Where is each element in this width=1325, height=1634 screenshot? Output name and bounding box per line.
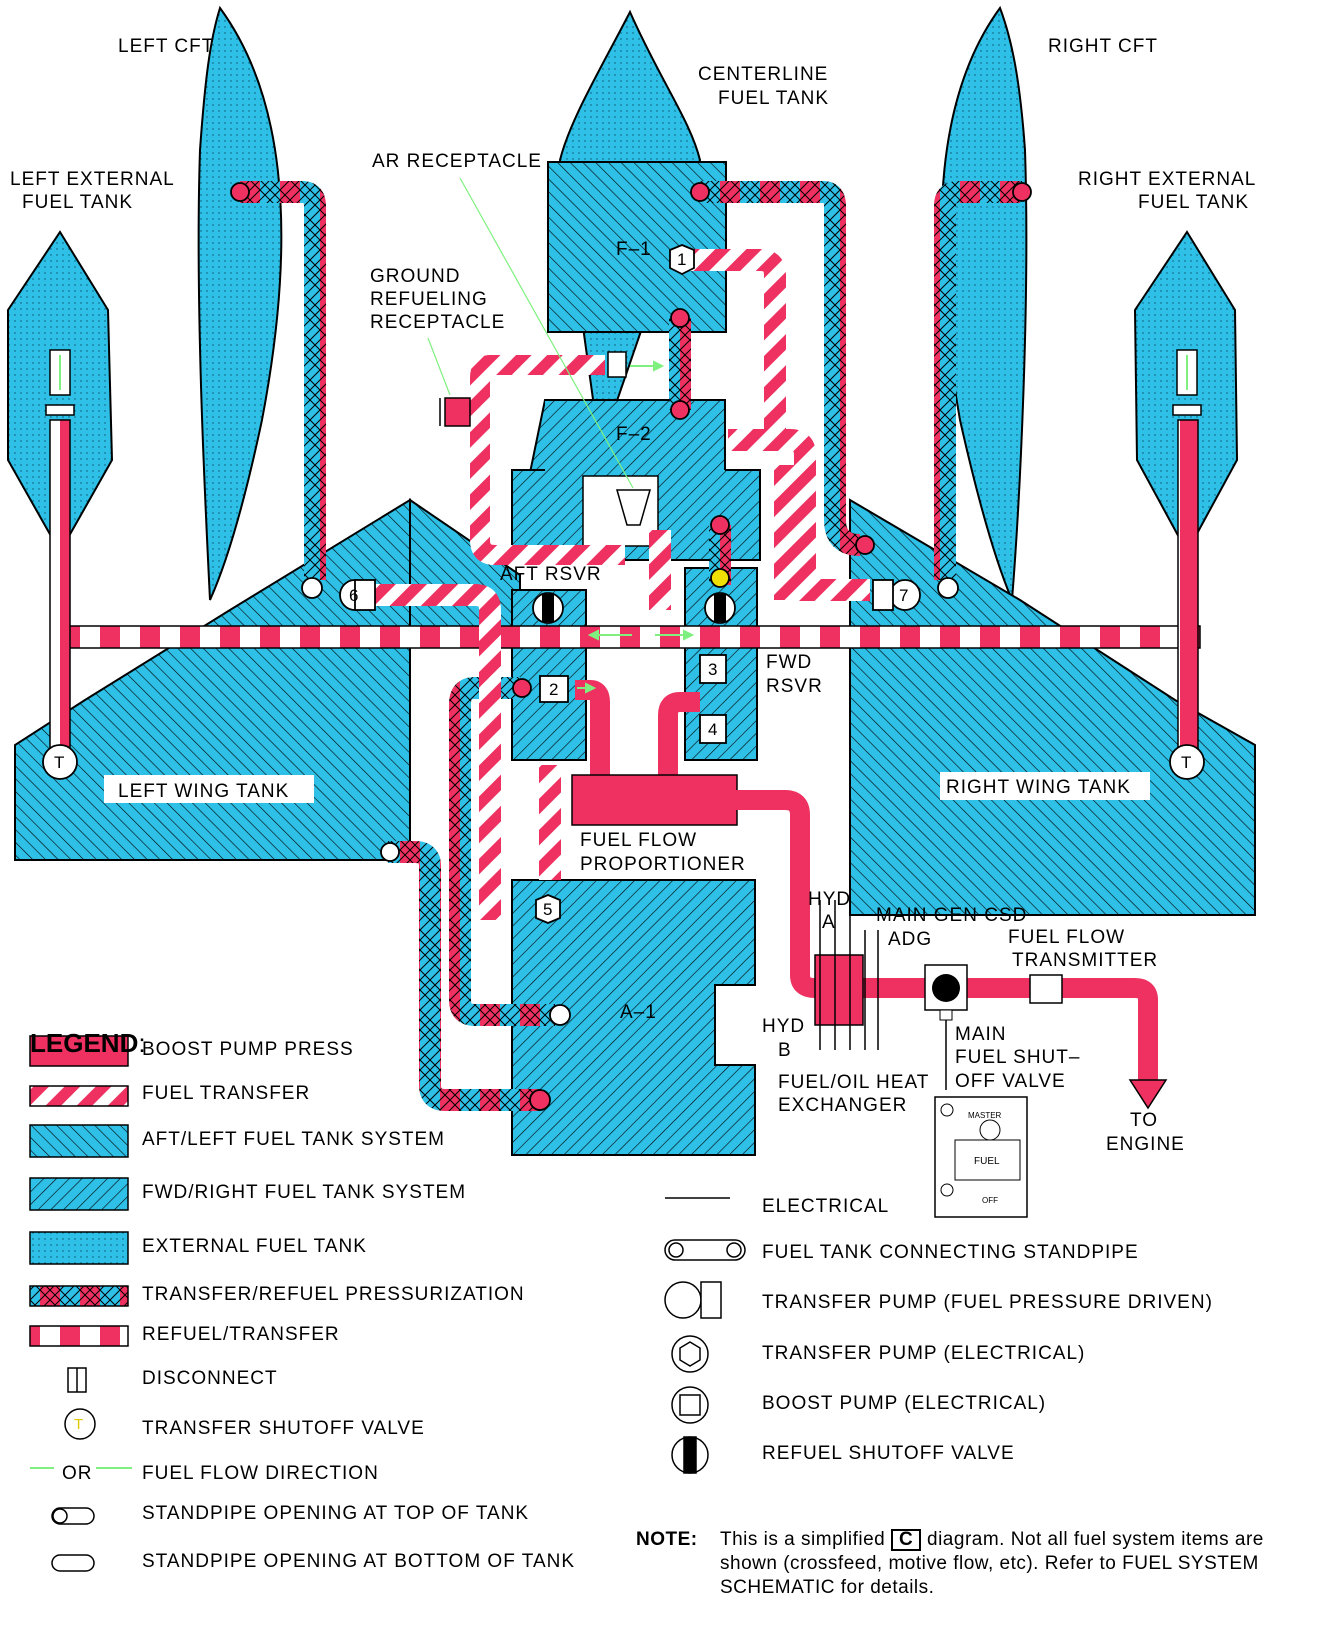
legend-item-standpipe-top: STANDPIPE OPENING AT TOP OF TANK xyxy=(142,1503,530,1524)
label-fft-1: FUEL FLOW xyxy=(1008,927,1125,948)
label-a1: A–1 xyxy=(620,1002,657,1023)
label-heat-ex-2: EXCHANGER xyxy=(778,1095,907,1116)
legend-title: LEGEND: xyxy=(30,1028,146,1058)
label-pump-3: 3 xyxy=(708,660,717,679)
left-wing-tank xyxy=(14,498,521,861)
label-shutoff-2: FUEL SHUT– xyxy=(955,1047,1080,1068)
pump-symbols xyxy=(339,244,921,924)
legend-item-connecting-standpipe: FUEL TANK CONNECTING STANDPIPE xyxy=(762,1242,1139,1263)
label-pump-7: 7 xyxy=(899,586,908,605)
label-right-wing: RIGHT WING TANK xyxy=(946,777,1131,798)
legend-symbols-right xyxy=(664,1197,746,1474)
refuel-shutoff-valves xyxy=(532,592,736,624)
heat-exchanger-lines xyxy=(819,900,879,1050)
label-hyd-a-1: HYD xyxy=(808,889,851,910)
label-left-ext-1: LEFT EXTERNAL xyxy=(10,169,175,190)
legend-item-disconnect: DISCONNECT xyxy=(142,1368,278,1389)
label-centerline-2: FUEL TANK xyxy=(718,88,829,109)
label-switch-master: MASTER xyxy=(968,1111,1002,1120)
note-after-box: diagram. Not all fuel system items are s… xyxy=(720,1529,1264,1598)
legend-item-external-tank: EXTERNAL FUEL TANK xyxy=(142,1236,367,1257)
ground-refueling-receptacle xyxy=(427,337,627,427)
label-left-ext-2: FUEL TANK xyxy=(22,192,133,213)
label-to-engine-1: TO xyxy=(1130,1110,1158,1131)
label-shutoff-1: MAIN xyxy=(955,1024,1007,1045)
label-centerline-1: CENTERLINE xyxy=(698,64,828,85)
legend-item-transfer-refuel-pressurization: TRANSFER/REFUEL PRESSURIZATION xyxy=(142,1284,525,1305)
left-cft xyxy=(197,5,283,601)
label-adg: ADG xyxy=(888,929,932,950)
right-wing-tank xyxy=(849,498,1256,916)
label-left-wing: LEFT WING TANK xyxy=(118,781,289,802)
legend-item-or-label: OR xyxy=(62,1463,93,1484)
fuel-transfer-lines xyxy=(370,249,870,920)
label-hyd-b-1: HYD xyxy=(762,1016,805,1037)
legend-item-fuel-flow-direction: FUEL FLOW DIRECTION xyxy=(142,1463,379,1484)
legend-item-fuel-transfer: FUEL TRANSFER xyxy=(142,1083,311,1104)
note-box: C xyxy=(891,1529,922,1551)
label-ffp-2: PROPORTIONER xyxy=(580,854,746,875)
f2-tank xyxy=(511,399,761,561)
legend-item-boost-pump-electrical: BOOST PUMP (ELECTRICAL) xyxy=(762,1393,1047,1414)
label-t-right: T xyxy=(1181,753,1191,772)
label-pump-6: 6 xyxy=(349,586,358,605)
label-right-ext-2: FUEL TANK xyxy=(1138,192,1249,213)
legend-item-fwd-right-tank: FWD/RIGHT FUEL TANK SYSTEM xyxy=(142,1182,467,1203)
label-ffp-1: FUEL FLOW xyxy=(580,830,697,851)
note-label: NOTE: xyxy=(636,1529,698,1550)
diagram-labels: LEFT CFT RIGHT CFT CENTERLINE FUEL TANK … xyxy=(10,36,1256,1205)
label-heat-ex-1: FUEL/OIL HEAT xyxy=(778,1072,929,1093)
label-ground-2: REFUELING xyxy=(370,289,488,310)
label-right-cft: RIGHT CFT xyxy=(1048,36,1158,57)
label-ar-receptacle: AR RECEPTACLE xyxy=(372,151,542,172)
label-hyd-b-2: B xyxy=(778,1040,792,1061)
legend-item-transfer-pump-electrical: TRANSFER PUMP (ELECTRICAL) xyxy=(762,1343,1086,1364)
flow-arrows xyxy=(577,360,695,694)
label-fft-2: TRANSMITTER xyxy=(1012,950,1158,971)
legend-item-aft-left-tank: AFT/LEFT FUEL TANK SYSTEM xyxy=(142,1129,446,1150)
label-switch-off: OFF xyxy=(982,1196,998,1205)
label-pump-1: 1 xyxy=(677,250,686,269)
refuel-transfer-manifold xyxy=(49,419,1201,751)
label-t-left: T xyxy=(54,753,64,772)
label-pump-4: 4 xyxy=(708,720,717,739)
label-main-gen: MAIN GEN CSD xyxy=(876,905,1027,926)
legend-item-electrical: ELECTRICAL xyxy=(762,1196,890,1217)
label-f1: F–1 xyxy=(616,239,652,260)
label-ground-3: RECEPTACLE xyxy=(370,312,505,333)
standpipe-openings xyxy=(230,182,1032,1111)
label-shutoff-3: OFF VALVE xyxy=(955,1071,1066,1092)
legend-item-transfer-shutoff-valve: TRANSFER SHUTOFF VALVE xyxy=(142,1418,425,1439)
master-fuel-switch xyxy=(934,1096,1028,1218)
legend-item-transfer-pump-fuel-pressure: TRANSFER PUMP (FUEL PRESSURE DRIVEN) xyxy=(762,1292,1213,1313)
label-fwd-rsvr-2: RSVR xyxy=(766,676,823,697)
legend-item-refuel-transfer: REFUEL/TRANSFER xyxy=(142,1324,340,1345)
main-fuel-shutoff-valve xyxy=(924,964,968,1090)
pressurization-lines xyxy=(240,181,1022,1111)
label-pump-2: 2 xyxy=(549,680,558,699)
label-left-cft: LEFT CFT xyxy=(118,36,214,57)
label-ground-1: GROUND xyxy=(370,266,460,287)
label-to-engine-2: ENGINE xyxy=(1106,1134,1185,1155)
fuel-flow-transmitter xyxy=(1029,974,1063,1004)
note-before-box: This is a simplified xyxy=(720,1529,886,1550)
label-pump-5: 5 xyxy=(543,900,552,919)
legend-item-standpipe-bottom: STANDPIPE OPENING AT BOTTOM OF TANK xyxy=(142,1551,576,1572)
label-f2: F–2 xyxy=(616,424,652,445)
label-aft-rsvr: AFT RSVR xyxy=(500,564,602,585)
transfer-shutoff-valves xyxy=(42,744,1205,780)
legend-symbols-left xyxy=(29,1035,132,1572)
external-tank-probes xyxy=(45,349,1202,416)
label-hyd-a-2: A xyxy=(822,912,836,933)
ar-receptacle xyxy=(459,177,651,526)
legend-item-boost-pump-press: BOOST PUMP PRESS xyxy=(142,1039,354,1060)
label-right-ext-1: RIGHT EXTERNAL xyxy=(1078,169,1256,190)
label-fwd-rsvr-1: FWD xyxy=(766,652,812,673)
legend-item-refuel-shutoff-valve: REFUEL SHUTOFF VALVE xyxy=(762,1443,1015,1464)
label-switch-fuel: FUEL xyxy=(974,1156,1000,1167)
legend-t-symbol: T xyxy=(74,1416,83,1433)
note-body: This is a simplified C diagram. Not all … xyxy=(720,1528,1320,1600)
a1-tank xyxy=(511,879,756,1156)
